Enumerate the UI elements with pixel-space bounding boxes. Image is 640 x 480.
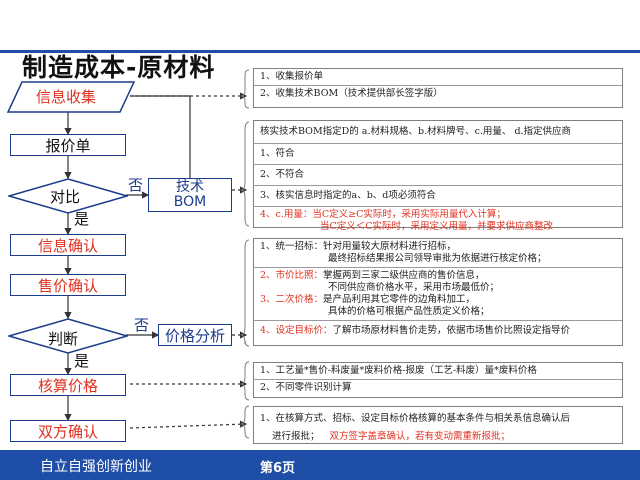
note-pricing-item-3-line2: 具体的价格可根据产品性质定义价格； bbox=[328, 306, 490, 317]
price-analysis-box: 价格分析 bbox=[158, 324, 232, 346]
note-verify: 核实技术BOM指定D的 a.材料规格、b.材料牌号、c.用量、 d.指定供应商 … bbox=[253, 120, 623, 232]
price-confirm-label: 售价确认 bbox=[37, 276, 98, 295]
compare-label: 对比 bbox=[50, 188, 81, 206]
note-verify-item-2: 2、不符合 bbox=[254, 165, 622, 186]
note-collect: 1、收集报价单 2、收集技术BOM（技术提供部长签字版） bbox=[253, 68, 623, 108]
note-confirm-line2-red: 双方签字盖章确认，若有变动需重新报批； bbox=[329, 431, 511, 442]
quotation-sheet-label: 报价单 bbox=[45, 136, 91, 155]
note-pricing-item-2-label: 2、市价比照： bbox=[260, 270, 324, 281]
tech-bom-label-1: 技术 bbox=[176, 179, 204, 195]
info-confirm-box: 信息确认 bbox=[10, 234, 126, 256]
page-title: 制造成本-原材料 bbox=[22, 53, 216, 82]
note-pricing-item-4-text: 了解市场原材料售价走势，依据市场售价比照设定指导价 bbox=[332, 325, 571, 336]
price-confirm-box: 售价确认 bbox=[10, 274, 126, 296]
yes-label-2: 是 bbox=[74, 352, 90, 370]
footer-page-number: 第6页 bbox=[260, 461, 296, 476]
quotation-sheet-box: 报价单 bbox=[10, 134, 126, 156]
footer-slogan: 自立自强创新创业 bbox=[40, 459, 152, 475]
note-confirm: 1、在核算方式、招标、设定目标价格核算的基本条件与相关系信息确认后 进行报批； 双… bbox=[253, 406, 623, 444]
note-pricing: 1、统一招标：针对用量较大原材料进行招标， 最终招标结果报公司领导审批为依据进行… bbox=[253, 238, 623, 346]
note-verify-item-4-prefix: 4、c.用量： bbox=[260, 209, 313, 220]
note-verify-item-1: 1、符合 bbox=[254, 144, 622, 165]
info-confirm-label: 信息确认 bbox=[37, 236, 98, 255]
mutual-confirm-box: 双方确认 bbox=[10, 420, 126, 442]
note-pricing-item-2-line1: 掌握两到三家二级供应商的售价信息， bbox=[323, 270, 485, 281]
tech-bom-label-2: BOM bbox=[173, 194, 207, 210]
note-pricing-items-2-3: 2、市价比照：掌握两到三家二级供应商的售价信息， 不同供应商价格水平，采用市场最… bbox=[254, 268, 622, 321]
note-verify-header: 核实技术BOM指定D的 a.材料规格、b.材料牌号、c.用量、 d.指定供应商 bbox=[254, 121, 622, 144]
cost-price-label: 核算价格 bbox=[37, 376, 98, 395]
receive-info-label: 信息收集 bbox=[36, 88, 97, 106]
tech-bom-box: 技术 BOM bbox=[148, 178, 232, 212]
compare-diamond bbox=[8, 178, 128, 214]
note-pricing-item-4-label: 4、设定目标价： bbox=[260, 325, 333, 336]
note-pricing-item-3-line1: 是产品利用其它零件的边角料加工， bbox=[323, 294, 476, 305]
note-pricing-item-1: 1、统一招标：针对用量较大原材料进行招标， 最终招标结果报公司领导审批为依据进行… bbox=[254, 239, 622, 268]
note-verify-item-4-line1: 当C定义≥C实际时，采用实际用量代入计算； bbox=[312, 209, 506, 220]
note-verify-item-4-line2: 当C定义＜C实际时，采用定义用量，并要求供应商整改 bbox=[320, 221, 554, 232]
note-collect-item-2: 2、收集技术BOM（技术提供部长签字版） bbox=[260, 88, 443, 99]
note-pricing-item-1-line2: 最终招标结果报公司领导审批为依据进行核定价格； bbox=[328, 253, 547, 264]
note-confirm-line1: 1、在核算方式、招标、设定目标价格核算的基本条件与相关系信息确认后 bbox=[260, 413, 571, 424]
title-underline bbox=[0, 50, 640, 53]
cost-price-box: 核算价格 bbox=[10, 374, 126, 396]
no-label-2: 否 bbox=[134, 316, 150, 334]
note-pricing-item-4: 4、设定目标价：了解市场原材料售价走势，依据市场售价比照设定指导价 bbox=[254, 321, 622, 341]
note-collect-item-1: 1、收集报价单 bbox=[254, 69, 622, 86]
mutual-confirm-label: 双方确认 bbox=[37, 422, 98, 441]
note-calc-item-2: 2、不同零件识别计算 bbox=[260, 382, 352, 393]
note-pricing-item-3-label: 3、二次价格： bbox=[260, 294, 324, 305]
note-calc-item-1: 1、工艺量*售价-料废量*废料价格-报废（工艺-料废）量*废料价格 bbox=[254, 363, 622, 380]
note-verify-item-3: 3、核实信息时指定的a、b、d项必须符合 bbox=[254, 186, 622, 207]
note-pricing-item-1-line1: 1、统一招标：针对用量较大原材料进行招标， bbox=[260, 241, 457, 252]
note-confirm-line2-prefix: 进行报批； bbox=[272, 431, 320, 442]
judge-diamond bbox=[8, 318, 128, 354]
note-pricing-item-2-line2: 不同供应商价格水平，采用市场最低价； bbox=[328, 282, 500, 293]
receive-info-shape bbox=[6, 81, 136, 113]
note-verify-item-4: 4、c.用量：当C定义≥C实际时，采用实际用量代入计算； 当C定义＜C实际时，采… bbox=[254, 207, 622, 235]
no-label-1: 否 bbox=[128, 176, 144, 194]
judge-label: 判断 bbox=[48, 330, 79, 348]
footer-bar bbox=[0, 450, 640, 480]
note-calc: 1、工艺量*售价-料废量*废料价格-报废（工艺-料废）量*废料价格 2、不同零件… bbox=[253, 362, 623, 398]
price-analysis-label: 价格分析 bbox=[164, 326, 225, 345]
yes-label-1: 是 bbox=[74, 210, 90, 228]
